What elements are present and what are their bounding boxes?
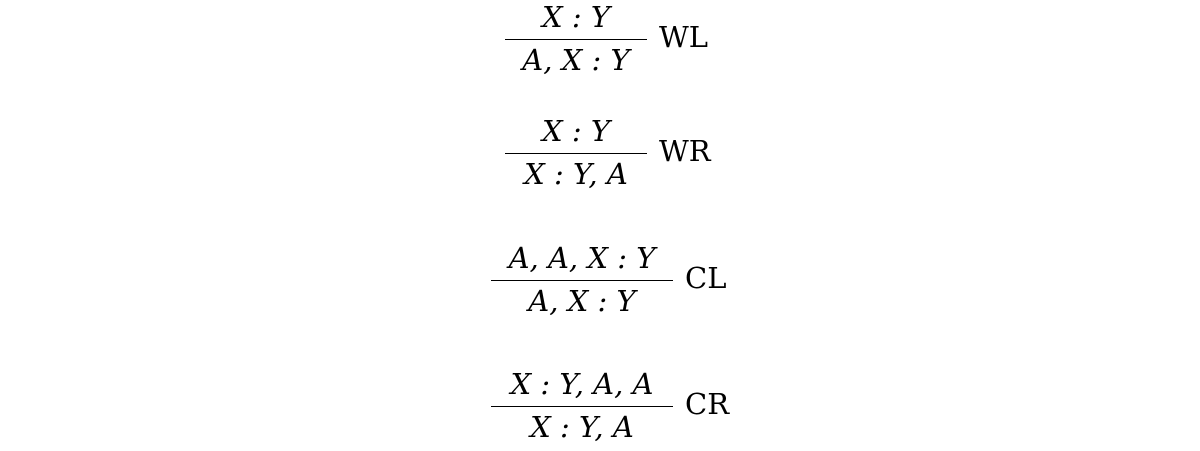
inference-fraction: A, A, X : Y A, X : Y [491,241,673,318]
rule-contraction-left: A, A, X : Y A, X : Y CL [491,241,726,318]
premise: X : Y, A, A [510,367,654,401]
rule-weakening-right: X : Y X : Y, A WR [505,114,711,191]
rule-name: WR [659,133,711,168]
inference-fraction: X : Y, A, A X : Y, A [491,367,673,444]
premise: A, A, X : Y [508,241,656,275]
inference-fraction: X : Y X : Y, A [505,114,647,191]
inference-line [505,153,647,155]
rule-name: WL [659,19,709,54]
inference-line [491,280,673,282]
conclusion: X : Y, A [530,410,634,445]
rule-name: CL [685,260,727,295]
rule-contraction-right: X : Y, A, A X : Y, A CR [491,367,729,444]
conclusion: A, X : Y [522,43,630,78]
rule-name: CR [685,386,730,421]
premise: X : Y [542,0,610,34]
inference-line [505,39,647,41]
rule-weakening-left: X : Y A, X : Y WL [505,0,708,77]
inference-fraction: X : Y A, X : Y [505,0,647,77]
premise: X : Y [542,114,610,148]
conclusion: A, X : Y [528,284,636,319]
inference-line [491,406,673,408]
conclusion: X : Y, A [524,157,628,192]
